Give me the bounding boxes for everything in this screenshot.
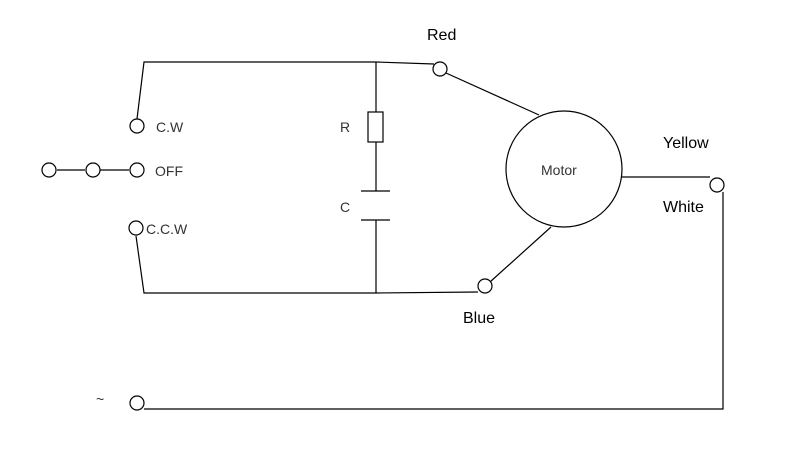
cw-terminal bbox=[129, 118, 145, 134]
ac-source-label: ~ bbox=[96, 391, 104, 407]
top-bus-wire bbox=[136, 61, 435, 120]
resistor-label: R bbox=[340, 119, 350, 135]
red-terminal bbox=[432, 61, 448, 77]
off-label: OFF bbox=[155, 163, 183, 179]
red-to-motor-wire bbox=[445, 72, 540, 116]
white-label: White bbox=[663, 199, 704, 216]
off-input-terminal-2 bbox=[85, 162, 101, 178]
return-wire bbox=[144, 192, 724, 410]
yellow-white-terminal bbox=[709, 177, 725, 193]
capacitor-label: C bbox=[340, 199, 350, 215]
off-input-terminal-1 bbox=[41, 162, 57, 178]
cw-label: C.W bbox=[156, 119, 184, 135]
blue-label: Blue bbox=[463, 310, 495, 327]
blue-to-motor-wire bbox=[489, 226, 552, 283]
ccw-label: C.C.W bbox=[146, 221, 188, 237]
off-terminal bbox=[129, 162, 145, 178]
ac-source-terminal bbox=[129, 395, 145, 411]
yellow-label: Yellow bbox=[663, 135, 709, 152]
bottom-bus-wire bbox=[135, 235, 479, 294]
red-label: Red bbox=[427, 27, 456, 44]
motor-circle bbox=[505, 110, 623, 228]
motor-label: Motor bbox=[541, 162, 577, 178]
ccw-terminal bbox=[128, 220, 144, 236]
resistor bbox=[367, 111, 384, 143]
blue-terminal bbox=[477, 278, 493, 294]
